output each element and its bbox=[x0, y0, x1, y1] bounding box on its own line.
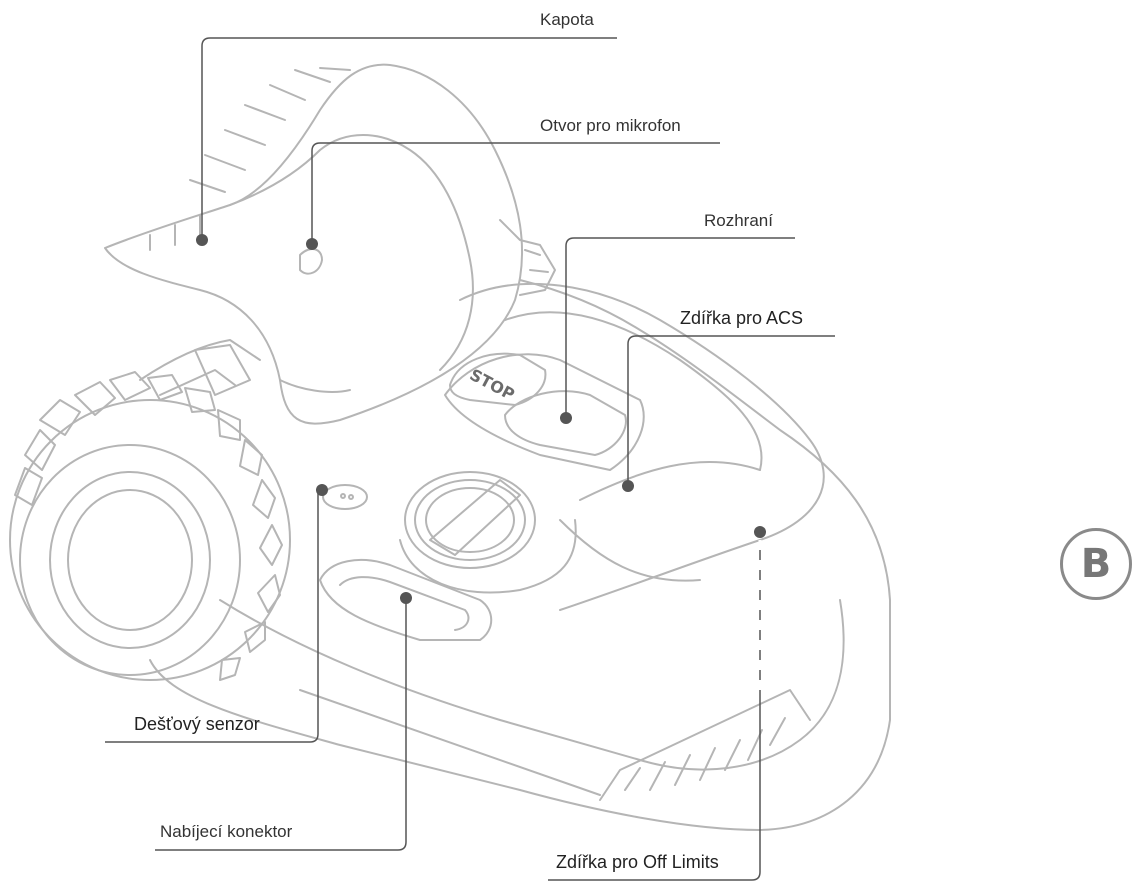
leader-lines bbox=[105, 37, 835, 881]
dot-destovy bbox=[316, 484, 328, 496]
label-acs: Zdířka pro ACS bbox=[680, 308, 804, 328]
leader-kapota bbox=[201, 37, 617, 240]
leader-rozhrani bbox=[565, 237, 795, 418]
dot-acs bbox=[622, 480, 634, 492]
figure-letter: B bbox=[1080, 541, 1112, 587]
leader-nabijeci bbox=[155, 598, 407, 851]
dot-mikrofon bbox=[306, 238, 318, 250]
label-mikrofon: Otvor pro mikrofon bbox=[540, 116, 681, 135]
leader-destovy bbox=[105, 490, 319, 743]
pointer-dots bbox=[196, 234, 766, 604]
label-kapota: Kapota bbox=[540, 10, 594, 29]
figure-letter-badge: B bbox=[1060, 528, 1132, 600]
dot-rozhrani bbox=[560, 412, 572, 424]
label-offlimits: Zdířka pro Off Limits bbox=[556, 852, 719, 872]
label-nabijeci: Nabíjecí konektor bbox=[160, 822, 293, 841]
leader-mikrofon bbox=[311, 142, 720, 244]
dot-kapota bbox=[196, 234, 208, 246]
dot-offlimits bbox=[754, 526, 766, 538]
label-rozhrani: Rozhraní bbox=[704, 211, 773, 230]
dot-nabijeci bbox=[400, 592, 412, 604]
label-destovy: Dešťový senzor bbox=[134, 714, 260, 734]
stop-button-text: STOP bbox=[467, 365, 518, 404]
leader-offlimits bbox=[548, 540, 761, 881]
mower-outline bbox=[9, 63, 891, 831]
leader-acs bbox=[627, 335, 835, 486]
